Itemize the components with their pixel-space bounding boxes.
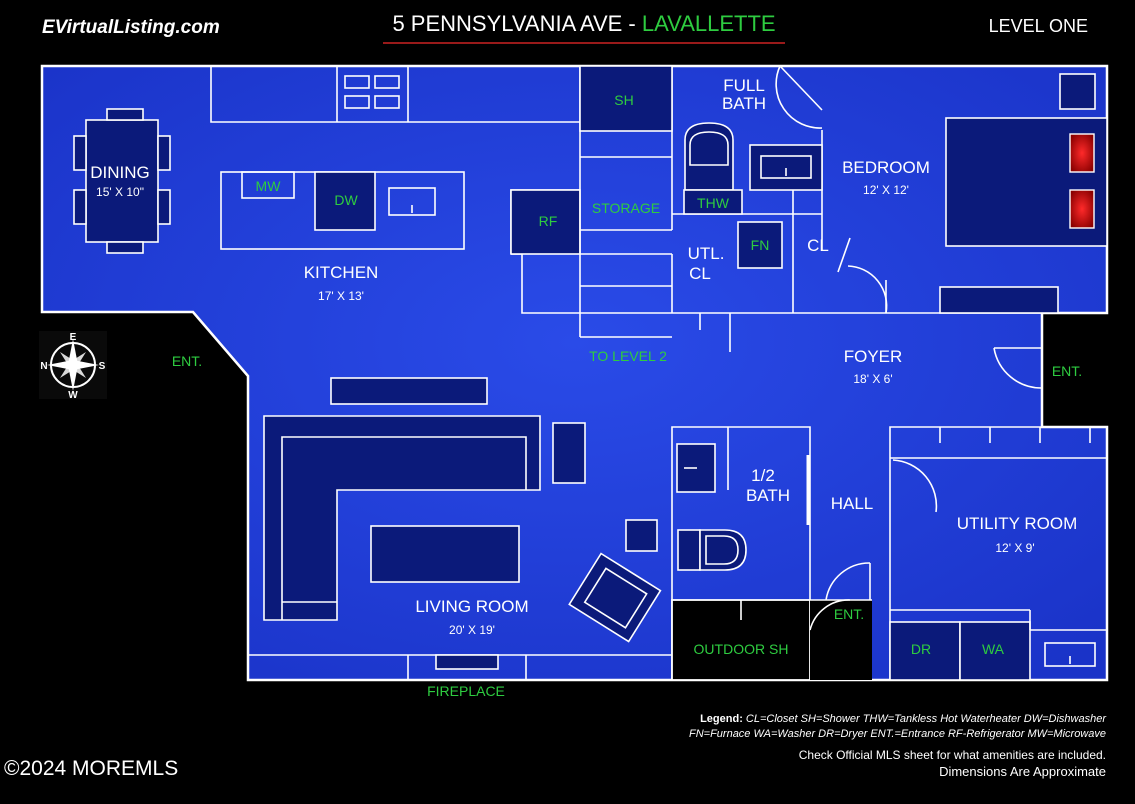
closet-label: CL (807, 236, 829, 255)
compass-n: N (40, 361, 47, 372)
half-bath-label-2: BATH (746, 486, 790, 505)
compass-e: E (70, 332, 77, 343)
kitchen-label: KITCHEN (304, 263, 379, 282)
shower-label: SH (614, 92, 633, 108)
foyer-dim: 18' X 6' (853, 372, 892, 386)
furnace-label: FN (751, 237, 770, 253)
living-room-dim: 20' X 19' (449, 623, 495, 637)
utl-closet-label-2: CL (689, 264, 711, 283)
utility-room-fixtures (889, 426, 1107, 681)
full-bath-label-2: BATH (722, 94, 766, 113)
dining-label: DINING (90, 163, 150, 182)
kitchen-island (220, 171, 465, 250)
level-label: LEVEL ONE (989, 16, 1088, 36)
full-bath-label-1: FULL (723, 76, 765, 95)
hall-label: HALL (831, 494, 874, 513)
foyer-entrance-door (993, 347, 1043, 389)
listing-address: 5 PENNSYLVANIA AVE - LAVALLETTE (392, 11, 775, 36)
full-bath-walls (672, 65, 888, 352)
legend-title: Legend: (700, 713, 743, 725)
microwave-label: MW (256, 178, 282, 194)
bedroom-label: BEDROOM (842, 158, 930, 177)
living-room-furniture (248, 377, 672, 680)
entrance-right-label: ENT. (1052, 363, 1082, 379)
kitchen-cabinets (210, 66, 580, 123)
legend-line-2: FN=Furnace WA=Washer DR=Dryer ENT.=Entra… (689, 728, 1106, 740)
dining-dim: 15' X 10" (96, 185, 144, 199)
washer-label: WA (982, 641, 1005, 657)
utility-room-dim: 12' X 9' (995, 541, 1034, 555)
water-heater-label: THW (697, 195, 730, 211)
bedroom-furniture (672, 73, 1108, 314)
utl-closet-label-1: UTL. (688, 244, 725, 263)
bedroom-dim: 12' X 12' (863, 183, 909, 197)
compass-w: W (68, 390, 78, 401)
outdoor-shower-label: OUTDOOR SH (694, 641, 789, 657)
kitchen-dim: 17' X 13' (318, 289, 364, 303)
living-room-label: LIVING ROOM (415, 597, 528, 616)
compass-s: S (99, 361, 106, 372)
copyright-text: ©2024 MOREMLS (4, 757, 178, 780)
legend-text-1: CL=Closet SH=Shower THW=Tankless Hot Wat… (743, 713, 1107, 725)
legend-line-1: Legend: CL=Closet SH=Shower THW=Tankless… (700, 713, 1107, 725)
foyer-label: FOYER (844, 347, 903, 366)
half-bath-label-1: 1/2 (751, 466, 775, 485)
dimensions-note: Dimensions Are Approximate (939, 764, 1106, 779)
refrigerator-label: RF (539, 213, 558, 229)
compass-icon: E W N S (39, 331, 107, 401)
stair-storage (579, 65, 673, 338)
half-bath (671, 426, 811, 680)
address-text: 5 PENNSYLVANIA AVE - (392, 11, 641, 36)
to-level-2-label: TO LEVEL 2 (589, 348, 667, 364)
dishwasher-label: DW (334, 192, 358, 208)
dining-table (73, 108, 171, 254)
refrigerator-counter (510, 189, 581, 314)
town-text: LAVALLETTE (642, 11, 776, 36)
fireplace-label: FIREPLACE (427, 683, 505, 699)
entrance-bottom-label: ENT. (834, 606, 864, 622)
outdoor-shower (671, 562, 872, 681)
utility-room-label: UTILITY ROOM (957, 514, 1078, 533)
entrance-left-label: ENT. (172, 353, 202, 369)
storage-label: STORAGE (592, 200, 660, 216)
dryer-label: DR (911, 641, 931, 657)
mls-note: Check Official MLS sheet for what amenit… (799, 748, 1106, 762)
site-brand: EVirtualListing.com (42, 17, 220, 38)
